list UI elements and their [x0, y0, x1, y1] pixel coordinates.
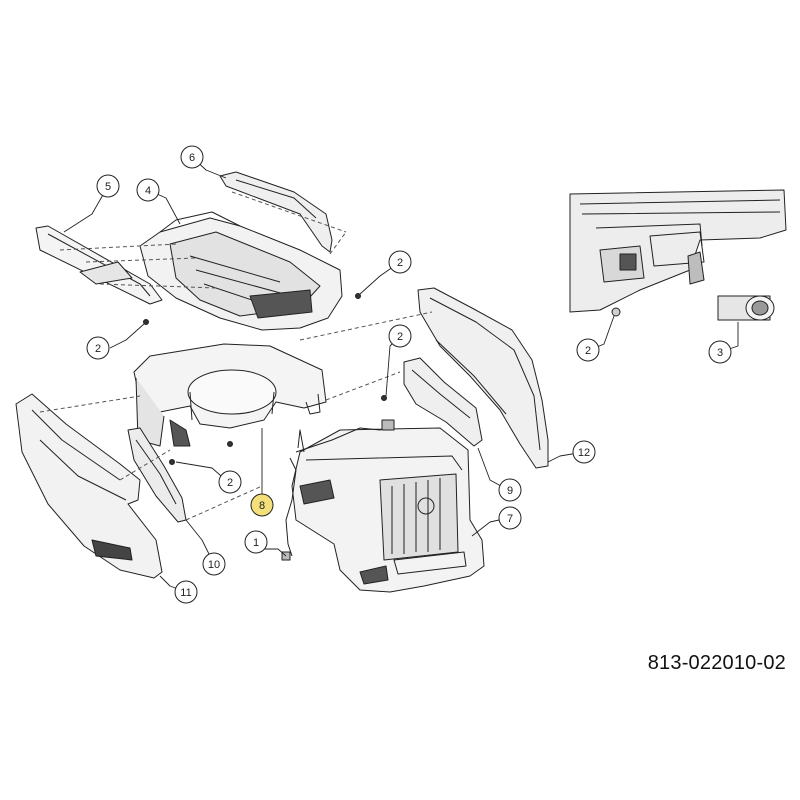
callout-4-label: 4: [145, 185, 151, 197]
part-2-screws: [143, 293, 387, 465]
callout-2-d: 2: [218, 470, 242, 494]
callout-2-a: 2: [86, 336, 110, 360]
callout-3: 3: [708, 340, 732, 364]
callout-7-label: 7: [507, 513, 513, 525]
detail-inset: [569, 189, 787, 321]
callout-4: 4: [136, 178, 160, 202]
callout-1: 1: [244, 530, 268, 554]
callout-8-label: 8: [259, 500, 265, 512]
part-4-top-cover: [139, 211, 343, 331]
callout-2-d-label: 2: [227, 477, 233, 489]
callouts: 1 2 2 2 2 2 3 4 5 6 7 8 9 10 11 12: [86, 145, 732, 604]
part-8-body-frame: [133, 343, 327, 447]
callout-6-label: 6: [189, 152, 195, 164]
callout-8: 8: [250, 493, 274, 517]
part-12-right-panel: [417, 287, 549, 469]
callout-5: 5: [96, 174, 120, 198]
part-6-top-trim: [219, 171, 333, 253]
part-9-side-panel: [403, 357, 483, 447]
callout-12-label: 12: [578, 447, 590, 459]
callout-2-a-label: 2: [95, 343, 101, 355]
callout-12: 12: [572, 440, 596, 464]
callout-2-b: 2: [388, 250, 412, 274]
callout-2-c: 2: [388, 324, 412, 348]
callout-11-label: 11: [180, 587, 191, 599]
drawing-number: 813-022010-02: [647, 652, 786, 674]
callout-10-label: 10: [208, 559, 220, 571]
callout-2-b-label: 2: [397, 257, 403, 269]
callout-9: 9: [498, 478, 522, 502]
part-5-trim-strip: [35, 225, 163, 305]
callout-11: 11: [174, 580, 198, 604]
callout-9-label: 9: [507, 485, 513, 497]
callout-1-label: 1: [253, 537, 259, 549]
callout-2-e-label: 2: [585, 345, 591, 357]
part-11-front-panel: [15, 393, 163, 579]
callout-10: 10: [202, 552, 226, 576]
callout-2-c-label: 2: [397, 331, 403, 343]
callout-2-e: 2: [576, 338, 600, 362]
part-7-front-grille: [291, 427, 485, 593]
callout-5-label: 5: [105, 181, 111, 193]
callout-3-label: 3: [717, 347, 723, 359]
callout-6: 6: [180, 145, 204, 169]
callout-7: 7: [498, 506, 522, 530]
